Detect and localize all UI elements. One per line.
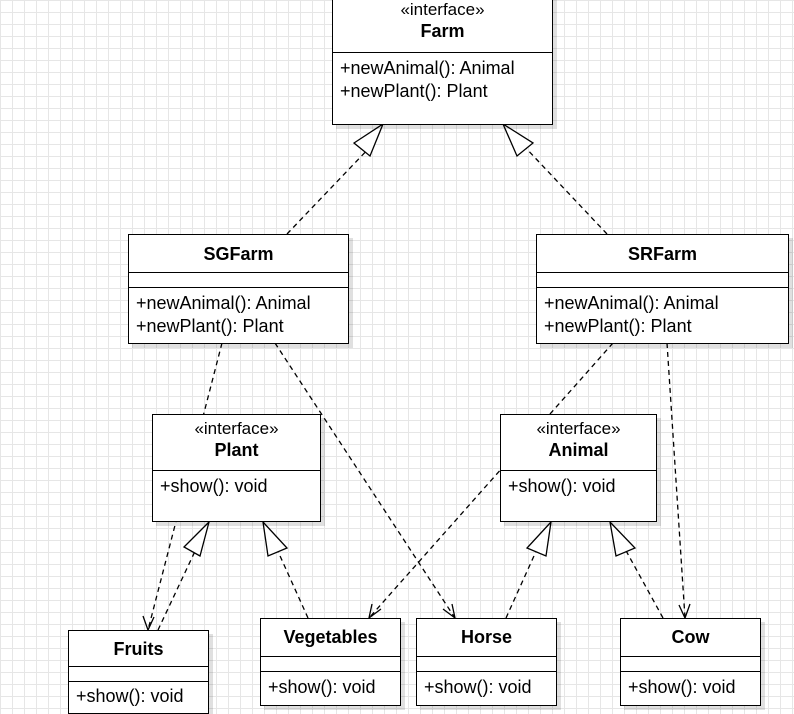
realization-arrowhead <box>608 520 637 557</box>
operation: +newPlant(): Plant <box>544 316 692 336</box>
operation: +show(): void <box>628 677 736 697</box>
attributes-compartment <box>69 667 208 682</box>
class-header: «interface» Farm <box>333 0 552 53</box>
operations: +show(): void <box>621 672 760 699</box>
class-horse[interactable]: Horse +show(): void <box>416 618 557 706</box>
dependency-arrowhead <box>442 603 456 620</box>
edge-vegetables-plant <box>275 546 309 619</box>
stereotype-label: «interface» <box>536 419 621 438</box>
operations: +newAnimal(): Animal +newPlant(): Plant <box>129 288 348 338</box>
operation: +newPlant(): Plant <box>136 316 284 336</box>
operations: +show(): void <box>501 471 656 498</box>
operation: +newPlant(): Plant <box>340 81 488 101</box>
operation: +show(): void <box>268 677 376 697</box>
class-name: Horse <box>460 627 513 647</box>
class-header: Cow <box>621 619 760 657</box>
class-name: Plant <box>214 440 259 460</box>
class-name: SGFarm <box>203 244 274 264</box>
class-plant[interactable]: «interface» Plant +show(): void <box>152 414 321 522</box>
class-sgfarm[interactable]: SGFarm +newAnimal(): Animal +newPlant():… <box>128 234 349 344</box>
realization-arrowhead <box>525 520 552 557</box>
operation: +newAnimal(): Animal <box>340 58 515 78</box>
attributes-compartment <box>537 273 788 288</box>
realization-arrowhead <box>501 122 535 158</box>
operations: +show(): void <box>261 672 400 699</box>
edge-srfarm-vegetables <box>368 342 614 619</box>
attributes-compartment <box>129 273 348 288</box>
operation: +show(): void <box>424 677 532 697</box>
class-fruits[interactable]: Fruits +show(): void <box>68 630 209 714</box>
class-name: SRFarm <box>627 244 698 264</box>
class-animal[interactable]: «interface» Animal +show(): void <box>500 414 657 522</box>
edge-fruits-plant <box>157 546 198 631</box>
dependency-arrowhead <box>142 615 155 632</box>
operations: +newAnimal(): Animal +newPlant(): Plant <box>333 53 552 103</box>
class-name: Animal <box>548 440 609 460</box>
class-srfarm[interactable]: SRFarm +newAnimal(): Animal +newPlant():… <box>536 234 789 344</box>
operations: +show(): void <box>417 672 556 699</box>
class-vegetables[interactable]: Vegetables +show(): void <box>260 618 401 706</box>
class-header: Vegetables <box>261 619 400 657</box>
class-cow[interactable]: Cow +show(): void <box>620 618 761 706</box>
operations: +newAnimal(): Animal +newPlant(): Plant <box>537 288 788 338</box>
class-name: Fruits <box>113 639 164 659</box>
edge-sgfarm-horse <box>274 342 456 619</box>
class-farm[interactable]: «interface» Farm +newAnimal(): Animal +n… <box>332 0 553 125</box>
attributes-compartment <box>261 657 400 672</box>
class-header: «interface» Animal <box>501 415 656 471</box>
operations: +show(): void <box>69 682 208 708</box>
edge-srfarm-farm <box>522 144 608 235</box>
edge-sgfarm-farm <box>286 144 373 235</box>
class-header: «interface» Plant <box>153 415 320 471</box>
operations: +show(): void <box>153 471 320 498</box>
stereotype-label: «interface» <box>194 419 279 438</box>
edge-horse-animal <box>505 546 539 619</box>
realization-arrowhead <box>182 519 211 557</box>
realization-arrowhead <box>352 122 385 158</box>
stereotype-label: «interface» <box>400 0 485 19</box>
class-header: SGFarm <box>129 235 348 273</box>
operation: +newAnimal(): Animal <box>136 293 311 313</box>
class-header: SRFarm <box>537 235 788 273</box>
class-name: Cow <box>671 627 710 647</box>
class-name: Vegetables <box>283 627 378 647</box>
class-header: Horse <box>417 619 556 657</box>
operation: +show(): void <box>160 476 268 496</box>
realization-arrowhead <box>262 520 289 557</box>
operation: +show(): void <box>508 476 616 496</box>
attributes-compartment <box>621 657 760 672</box>
edge-srfarm-cow <box>666 342 686 619</box>
class-header: Fruits <box>69 631 208 667</box>
attributes-compartment <box>417 657 556 672</box>
class-name: Farm <box>420 21 465 41</box>
operation: +newAnimal(): Animal <box>544 293 719 313</box>
edge-cow-animal <box>623 546 664 619</box>
operation: +show(): void <box>76 686 184 706</box>
